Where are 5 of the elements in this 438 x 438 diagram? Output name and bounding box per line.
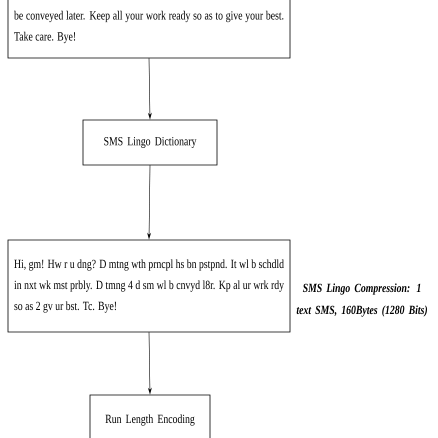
process-box: be conveyed later. Keep all your work ready so as to give your best. Take care. Bye!	[8, 0, 290, 58]
process-box: Hi, gm! Hw r u dng? D mtng wth prncpl hs bn pstpnd. It wl b schdld in nxt wk mst prbly. D tmng 4 d sm wl b cnvyd l8r. Kp al ur wrk rdy so as 2 gv ur bst. Tc. Bye!	[8, 240, 290, 332]
process-box: Run Length Encoding	[90, 394, 210, 438]
side-note: SMS Lingo Compression: 1 text SMS, 160Bytes (1280 Bits)	[296, 283, 427, 317]
process-box: SMS Lingo Dictionary	[82, 120, 218, 166]
